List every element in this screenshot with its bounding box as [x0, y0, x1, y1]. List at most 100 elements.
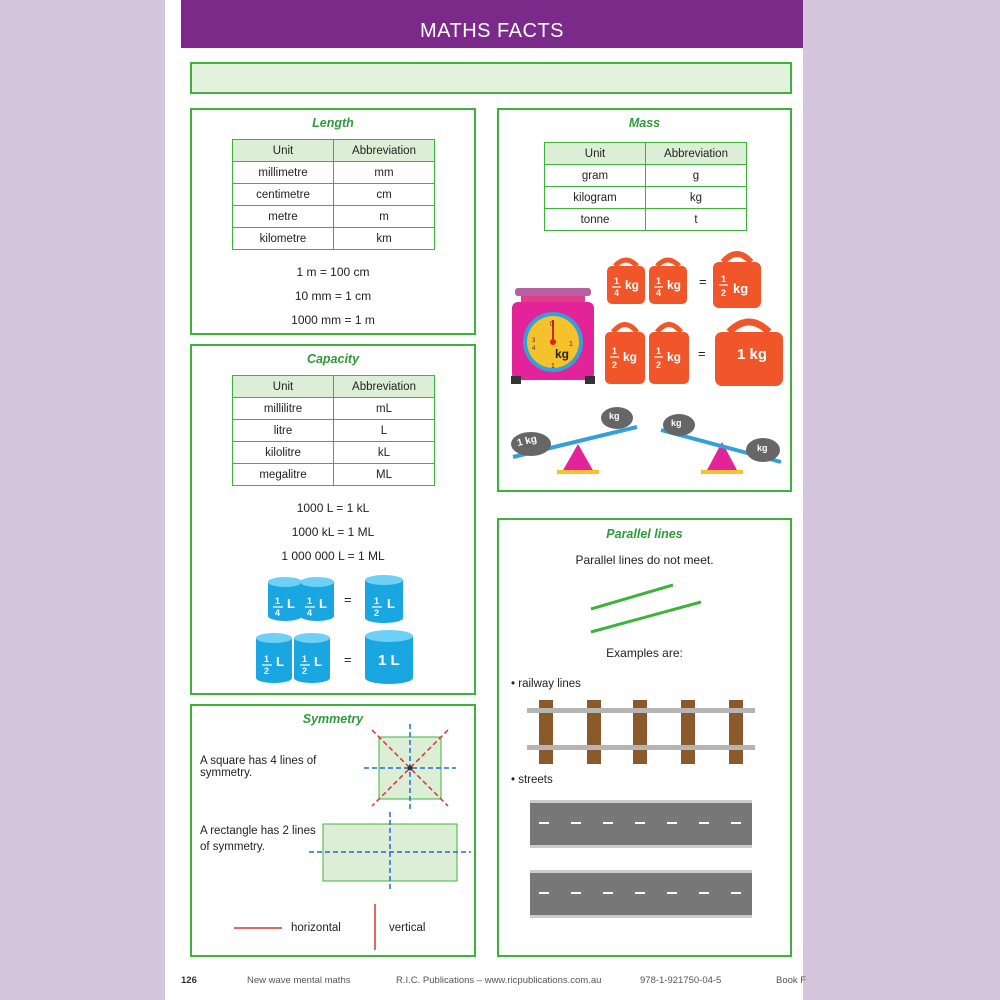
container-half-litre: [256, 633, 292, 683]
example-text: railway lines: [518, 678, 581, 690]
square-diagonal-line: [371, 729, 449, 807]
column-header: Abbreviation: [333, 139, 435, 162]
left-margin-band: [0, 0, 165, 1000]
length-title: Length: [312, 116, 354, 130]
table-cell: metre: [232, 205, 334, 228]
scale-unit-label: kg: [555, 347, 570, 361]
page-title: MATHS FACTS: [181, 0, 803, 48]
container-half-litre: [294, 633, 330, 683]
container-half-litre: [365, 575, 403, 623]
half-kg-weight-icon: [605, 322, 645, 384]
svg-text:2: 2: [612, 360, 617, 370]
container-label: L: [276, 654, 284, 669]
rectangle-symmetry-text: A rectangle has 2 lines of symmetry.: [200, 825, 316, 853]
parallel-illustrations: [527, 583, 755, 918]
title-banner-strip: [190, 62, 792, 94]
svg-text:2: 2: [374, 608, 379, 618]
railway-tracks-illustration: [527, 700, 755, 764]
svg-text:2: 2: [302, 666, 307, 676]
equals-sign: =: [698, 346, 706, 361]
square-diagonal-line: [371, 729, 449, 807]
svg-text:1: 1: [614, 276, 619, 286]
svg-text:4: 4: [656, 288, 661, 298]
weight-label: kg: [667, 350, 682, 364]
symmetry-panel: Symmetry A square has 4 lines of symmetr…: [190, 704, 476, 957]
footer-isbn: 978-1-921750-04-5: [640, 975, 722, 986]
svg-text:0: 0: [550, 321, 554, 328]
svg-text:1: 1: [551, 363, 555, 370]
kitchen-scale-icon: 0 3 4 1 1: [511, 288, 595, 384]
svg-text:1: 1: [612, 346, 617, 356]
svg-text:2: 2: [264, 666, 269, 676]
svg-text:1: 1: [264, 654, 269, 664]
weight-label: kg: [667, 278, 682, 292]
equals-sign: =: [344, 592, 352, 607]
svg-text:3: 3: [532, 338, 536, 344]
seesaw-right-icon: [660, 414, 782, 474]
svg-text:4: 4: [614, 288, 619, 298]
seesaw-weight-label: kg: [757, 443, 768, 453]
table-cell: kilometre: [232, 227, 334, 250]
svg-text:2: 2: [656, 360, 661, 370]
capacity-fact: 1000 L = 1 kL: [296, 501, 370, 515]
seesaw-left-icon: [511, 407, 638, 474]
seesaw-weight-label: kg: [609, 411, 620, 421]
table-cell: cm: [333, 183, 435, 206]
equals-sign: =: [699, 274, 707, 289]
legend-vertical-label: vertical: [389, 922, 426, 934]
table-cell: megalitre: [232, 463, 334, 486]
parallel-lines-panel: Parallel lines Parallel lines do not mee…: [497, 518, 792, 957]
street-road-illustration: [530, 870, 752, 918]
weight-label: kg: [625, 278, 640, 292]
example-streets-label: • streets: [511, 774, 553, 786]
mass-illustrations: 0 3 4 1 1: [511, 251, 783, 474]
footer-book: Book F: [776, 975, 807, 986]
parallel-statement: Parallel lines do not meet.: [575, 553, 714, 567]
right-margin-band: [803, 0, 1000, 1000]
capacity-fact: 1 000 000 L = 1 ML: [281, 549, 385, 563]
parallel-line: [590, 583, 674, 611]
svg-text:1: 1: [307, 596, 312, 606]
container-label: L: [314, 654, 322, 669]
container-quarter-litre: [300, 577, 334, 621]
svg-text:1: 1: [302, 654, 307, 664]
square-symmetry-text: A square has 4 lines of symmetry.: [200, 755, 317, 779]
table-cell: gram: [544, 164, 646, 187]
container-one-litre: [365, 630, 413, 684]
container-label: 1 L: [378, 652, 400, 669]
mass-title: Mass: [628, 116, 661, 130]
capacity-containers-illustration: 14 14 12 12 12: [256, 575, 413, 684]
container-label: L: [319, 596, 327, 611]
weight-label: kg: [623, 350, 638, 364]
table-cell: km: [333, 227, 435, 250]
quarter-kg-weight-icon: [607, 257, 645, 304]
symmetry-diagrams: [234, 724, 471, 950]
svg-text:1: 1: [275, 596, 280, 606]
length-fact: 10 mm = 1 cm: [294, 289, 372, 303]
footer-page-number: 126: [181, 975, 197, 986]
footer-series: New wave mental maths: [247, 975, 351, 986]
container-label: L: [387, 596, 395, 611]
table-cell: tonne: [544, 208, 646, 231]
legend-horizontal-label: horizontal: [291, 922, 341, 934]
capacity-title: Capacity: [306, 352, 360, 366]
one-kg-weight-icon: [715, 318, 783, 386]
column-header: Unit: [232, 139, 334, 162]
svg-text:4: 4: [532, 346, 536, 352]
svg-text:2: 2: [721, 288, 726, 298]
parallel-line: [590, 600, 702, 634]
weight-label: 1 kg: [737, 346, 768, 363]
svg-text:4: 4: [275, 608, 280, 618]
